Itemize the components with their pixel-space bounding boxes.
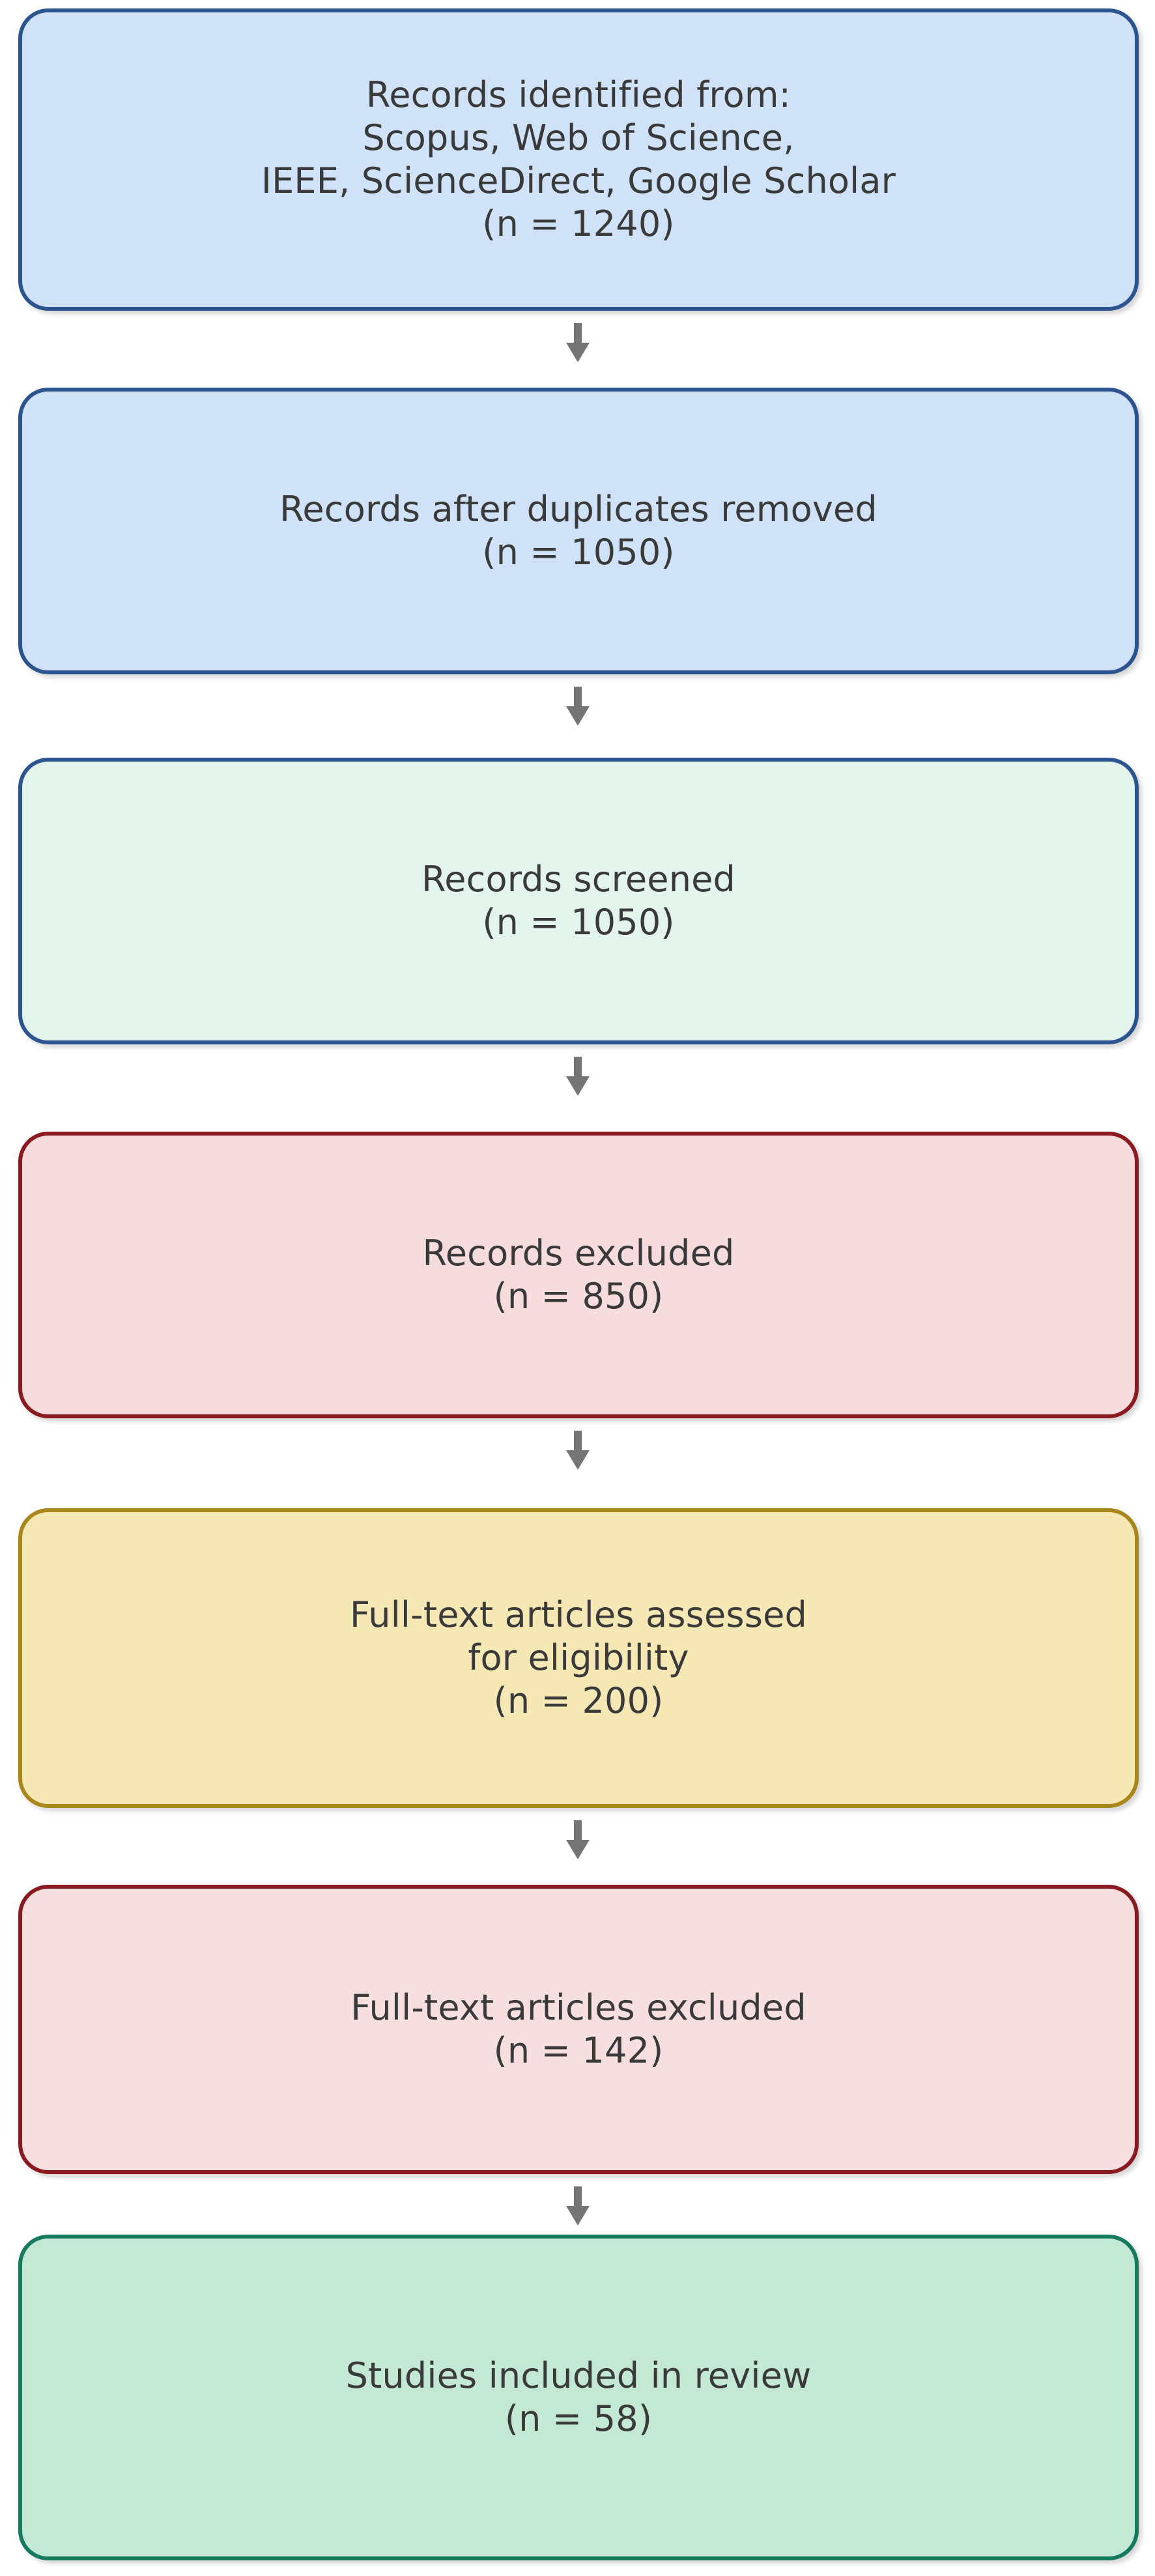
flow-node-label: Records excluded (n = 850) [422, 1233, 735, 1317]
flow-node-records-identified[interactable]: Records identified from: Scopus, Web of … [18, 8, 1139, 311]
down-arrow-icon [563, 323, 593, 364]
flow-node-label: Studies included in review (n = 58) [345, 2355, 812, 2439]
flow-node-records-excluded[interactable]: Records excluded (n = 850) [18, 1132, 1139, 1418]
flow-node-label: Records after duplicates removed (n = 10… [279, 489, 877, 573]
flow-node-records-after-duplicates[interactable]: Records after duplicates removed (n = 10… [18, 388, 1139, 674]
flow-node-label: Full-text articles assessed for eligibil… [350, 1594, 807, 1721]
flow-node-label: Full-text articles excluded (n = 142) [350, 1987, 806, 2071]
flow-node-studies-included[interactable]: Studies included in review (n = 58) [18, 2235, 1139, 2560]
flow-node-label: Records screened (n = 1050) [421, 859, 736, 943]
flow-node-records-screened[interactable]: Records screened (n = 1050) [18, 758, 1139, 1044]
flow-node-fulltext-assessed[interactable]: Full-text articles assessed for eligibil… [18, 1508, 1139, 1808]
down-arrow-icon [563, 1820, 593, 1861]
down-arrow-icon [563, 2186, 593, 2227]
down-arrow-icon [563, 1431, 593, 1471]
down-arrow-icon [563, 687, 593, 727]
flow-node-fulltext-excluded[interactable]: Full-text articles excluded (n = 142) [18, 1885, 1139, 2174]
down-arrow-icon [563, 1057, 593, 1097]
flow-node-label: Records identified from: Scopus, Web of … [261, 74, 896, 244]
